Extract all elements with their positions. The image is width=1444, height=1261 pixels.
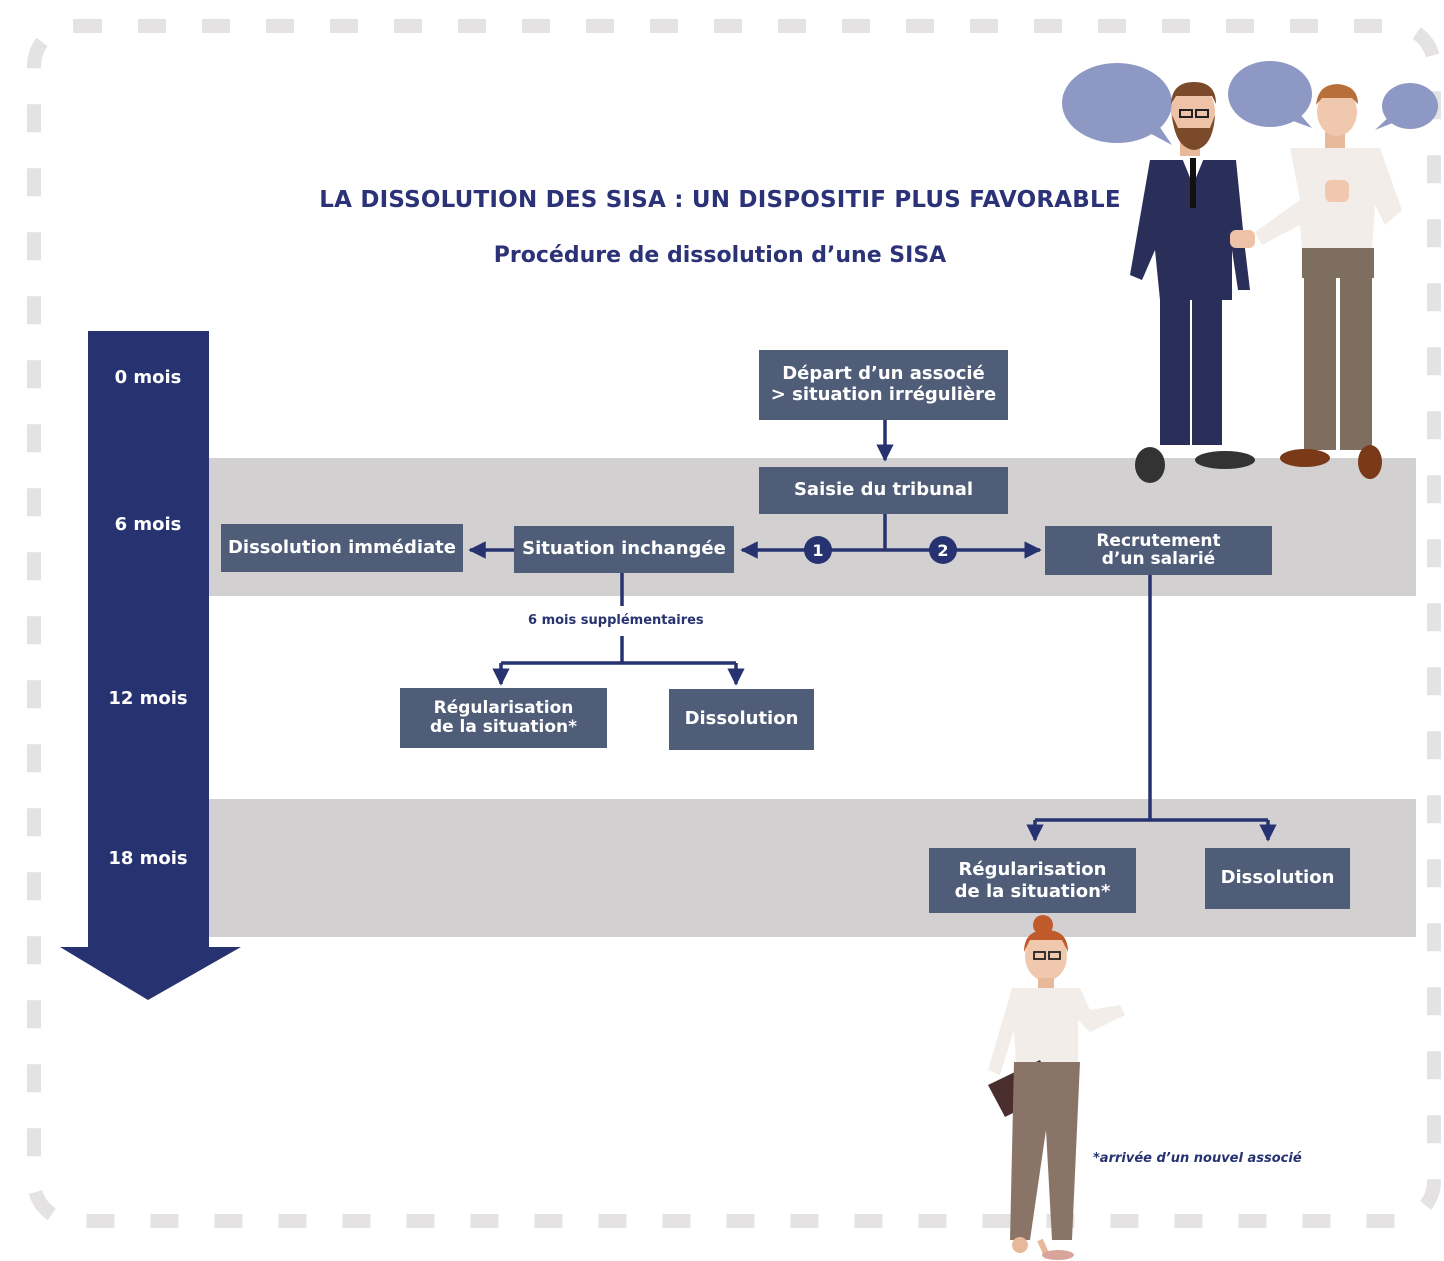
immediate-dissolution-box: Dissolution immédiate xyxy=(221,524,463,572)
hire-line-1: Recrutement xyxy=(1096,530,1221,551)
dissolution-box-18: Dissolution xyxy=(1205,848,1350,909)
start-line-2: > situation irrégulière xyxy=(770,384,997,405)
option-1-badge: 1 xyxy=(804,536,832,564)
page-subtitle: Procédure de dissolution d’une SISA xyxy=(493,243,947,268)
court-box: Saisie du tribunal xyxy=(759,467,1008,514)
hire-box: Recrutement d’un salarié xyxy=(1045,526,1272,575)
option-2-badge: 2 xyxy=(929,536,957,564)
speech-bubble-icon xyxy=(1062,61,1438,145)
timeline-18-months: 18 mois xyxy=(108,848,188,869)
court-label: Saisie du tribunal xyxy=(793,479,974,501)
regularisation-18-line-1: Régularisation xyxy=(958,858,1107,880)
footnote: *arrivée d’un nouvel associé xyxy=(1093,1151,1302,1166)
regularisation-box-12: Régularisation de la situation* xyxy=(400,688,607,748)
dissolution-18-label: Dissolution xyxy=(1220,867,1335,889)
start-box: Départ d’un associé > situation irréguli… xyxy=(759,350,1008,420)
unchanged-label: Situation inchangée xyxy=(522,538,726,560)
regularisation-12-line-1: Régularisation xyxy=(433,698,574,719)
unchanged-box: Situation inchangée xyxy=(514,526,734,573)
regularisation-box-18: Régularisation de la situation* xyxy=(929,848,1136,913)
dissolution-12-label: Dissolution xyxy=(684,708,799,730)
businesswoman-icon xyxy=(988,915,1125,1260)
dissolution-box-12: Dissolution xyxy=(669,689,814,750)
start-line-1: Départ d’un associé xyxy=(782,363,985,385)
timeline-6-months: 6 mois xyxy=(114,514,182,535)
timeline-0-months: 0 mois xyxy=(114,367,182,388)
timeline-12-months: 12 mois xyxy=(108,688,188,709)
man-in-shirt-icon xyxy=(1255,84,1402,479)
extra-months-label: 6 mois supplémentaires xyxy=(528,613,704,628)
immediate-dissolution-label: Dissolution immédiate xyxy=(227,536,456,558)
regularisation-18-line-2: de la situation* xyxy=(954,880,1111,902)
hire-line-2: d’un salarié xyxy=(1101,548,1216,569)
regularisation-12-line-2: de la situation* xyxy=(429,717,578,737)
page-title: LA DISSOLUTION DES SISA : UN DISPOSITIF … xyxy=(319,187,1121,213)
man-in-suit-icon xyxy=(1130,82,1255,483)
